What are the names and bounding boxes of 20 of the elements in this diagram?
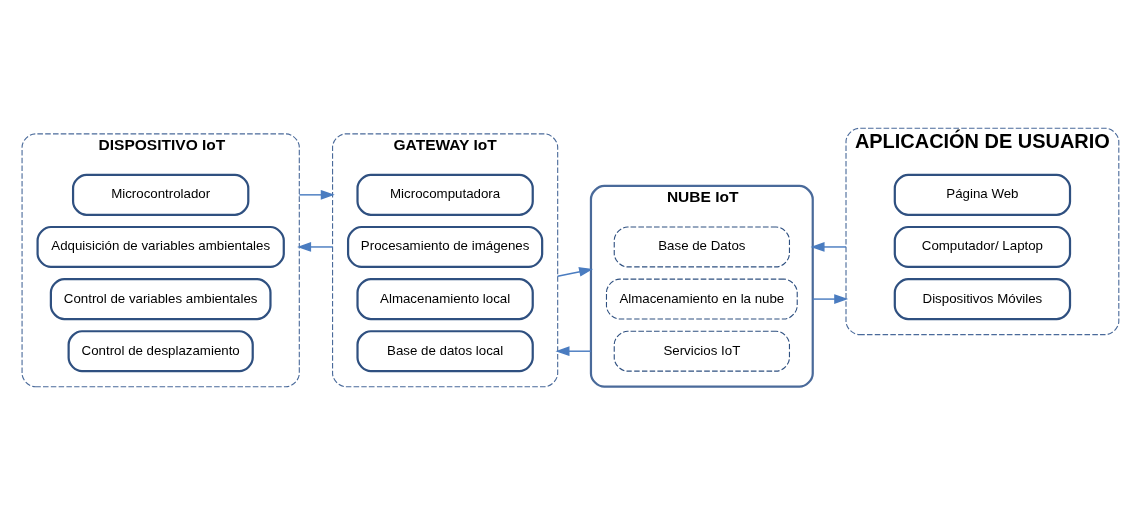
node-box: Página Web bbox=[893, 173, 1072, 216]
node-box: Control de desplazamiento bbox=[67, 330, 254, 373]
arrow bbox=[556, 267, 594, 277]
node-box: Control de variables ambientales bbox=[49, 278, 272, 321]
arrow bbox=[555, 346, 592, 357]
node-box: Base de Datos bbox=[613, 226, 790, 268]
node-box: Almacenamiento local bbox=[356, 278, 534, 321]
arrow bbox=[810, 242, 847, 252]
node-box: Procesamiento de imágenes bbox=[346, 225, 544, 269]
node-box: Microcomputadora bbox=[356, 173, 534, 216]
node-box: Computador/ Laptop bbox=[893, 225, 1072, 269]
node-box: Adquisición de variables ambientales bbox=[36, 225, 285, 269]
node-box: Dispositivos Móviles bbox=[893, 278, 1072, 321]
arrow bbox=[297, 242, 334, 252]
node-box: Almacenamiento en la nube bbox=[605, 278, 798, 320]
arrow bbox=[298, 189, 335, 200]
node-box: Servicios IoT bbox=[613, 330, 790, 372]
node-box: Microcontrolador bbox=[71, 173, 250, 216]
node-box: Base de datos local bbox=[356, 330, 534, 373]
arrow bbox=[812, 294, 849, 304]
